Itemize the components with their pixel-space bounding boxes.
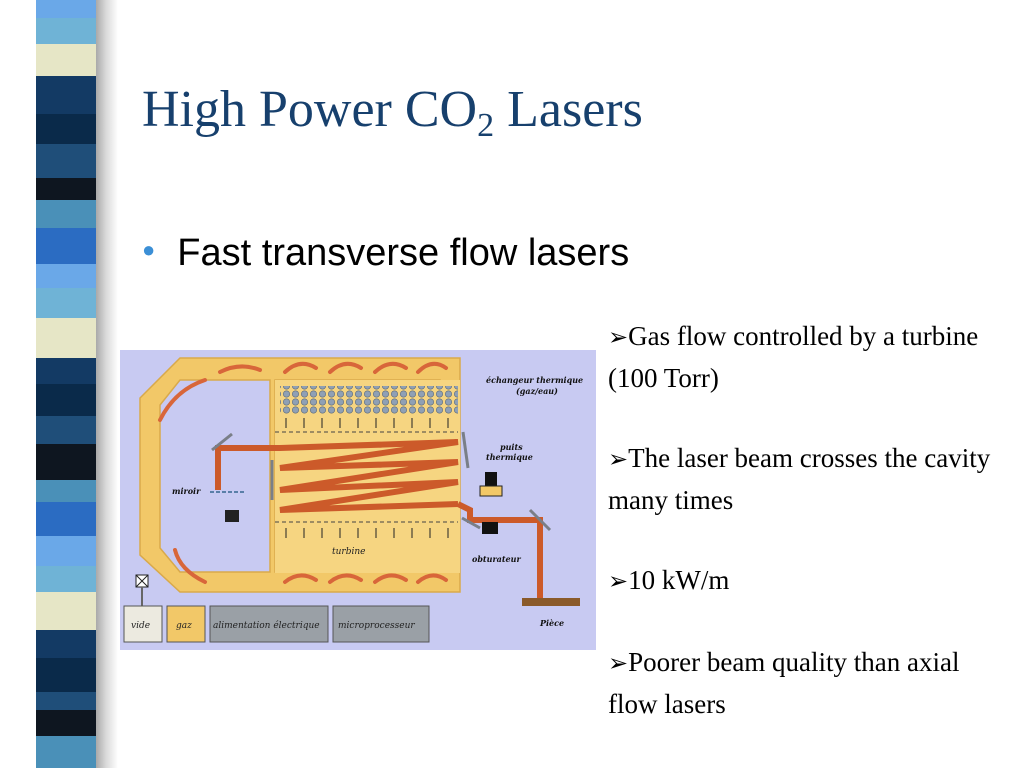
title-end: Lasers <box>494 81 643 138</box>
stripe-block <box>36 44 96 76</box>
box-alimentation <box>209 605 329 643</box>
stripe-block <box>36 736 96 768</box>
stripe-block <box>36 630 96 658</box>
flow-arrows <box>158 361 448 584</box>
stripe-block <box>36 228 96 264</box>
stripe-block <box>36 264 96 288</box>
mirrors <box>211 431 552 532</box>
label-echangeur-1: échangeur thermique <box>486 375 583 385</box>
stripe-block <box>36 0 96 18</box>
note-item: ➢10 kW/m <box>608 560 1008 602</box>
stripe-block <box>36 444 96 480</box>
label-piece: Pièce <box>539 618 564 628</box>
box-microprocesseur <box>332 605 430 643</box>
box-gaz <box>166 605 206 643</box>
label-miroir: miroir <box>172 486 201 496</box>
label-obturateur: obturateur <box>472 554 521 564</box>
laser-beam <box>215 439 543 598</box>
note-item: ➢Gas flow controlled by a turbine (100 T… <box>608 316 1008 398</box>
stripe-block <box>36 480 96 502</box>
stripe-block <box>36 710 96 736</box>
stripe-block <box>36 114 96 144</box>
note-text: The laser beam crosses the cavity many t… <box>608 443 991 515</box>
up-arrows-top <box>285 418 449 428</box>
note-item: ➢Poorer beam quality than axial flow las… <box>608 642 1008 724</box>
arrow-bullet-icon: ➢ <box>608 651 629 677</box>
arrow-bullet-icon: ➢ <box>608 447 629 473</box>
puits-block <box>485 472 497 486</box>
stripe-block <box>36 178 96 200</box>
miroir-base <box>225 510 239 522</box>
note-text: Gas flow controlled by a turbine (100 To… <box>608 321 979 393</box>
stripe-block <box>36 288 96 318</box>
title-main: High Power CO <box>142 81 478 138</box>
stripe-block <box>36 200 96 228</box>
heat-exchanger <box>280 386 458 414</box>
stripe-block <box>36 384 96 416</box>
label-microprocesseur: microprocesseur <box>338 621 415 631</box>
label-turbine: turbine <box>332 547 365 557</box>
obturateur-block <box>482 522 498 534</box>
arrow-bullet-icon: ➢ <box>608 325 629 351</box>
stripe-shadow <box>96 0 118 768</box>
arrow-bullet-icon: ➢ <box>608 569 629 595</box>
label-puits-2: thermique <box>486 452 533 462</box>
title-subscript: 2 <box>477 107 495 144</box>
label-vide: vide <box>131 621 150 631</box>
stripe-block <box>36 318 96 358</box>
work-piece <box>522 598 580 606</box>
up-arrows-bottom <box>285 528 449 538</box>
stripe-block <box>36 536 96 566</box>
bullet-dot-icon: ● <box>142 237 156 262</box>
bullet-item: ● Fast transverse flow lasers <box>142 232 629 275</box>
label-gaz: gaz <box>176 621 192 631</box>
valve-cross-2 <box>135 574 149 588</box>
stripe-block <box>36 416 96 444</box>
stripe-block <box>36 692 96 710</box>
note-text: 10 kW/m <box>628 565 730 595</box>
slide-title: High Power CO2 Lasers <box>142 80 643 145</box>
stripe-block <box>36 658 96 692</box>
box-vide <box>123 605 163 643</box>
note-text: Poorer beam quality than axial flow lase… <box>608 647 960 719</box>
label-alimentation: alimentation électrique <box>213 620 320 631</box>
stripe-block <box>36 18 96 44</box>
bullet-text: Fast transverse flow lasers <box>177 232 630 274</box>
stripe-block <box>36 592 96 630</box>
stripe-block <box>36 566 96 592</box>
stripe-block <box>36 358 96 384</box>
laser-diagram: échangeur thermique (gaz/eau) puits ther… <box>120 350 596 650</box>
puits-base <box>479 485 503 497</box>
stripe-block <box>36 76 96 114</box>
label-puits-1: puits <box>500 442 523 452</box>
label-echangeur-2: (gaz/eau) <box>516 386 558 396</box>
notes-list: ➢Gas flow controlled by a turbine (100 T… <box>608 316 1008 764</box>
stripe-block <box>36 502 96 536</box>
note-item: ➢The laser beam crosses the cavity many … <box>608 438 1008 520</box>
decorative-stripe-bar <box>36 0 96 768</box>
stripe-block <box>36 144 96 178</box>
